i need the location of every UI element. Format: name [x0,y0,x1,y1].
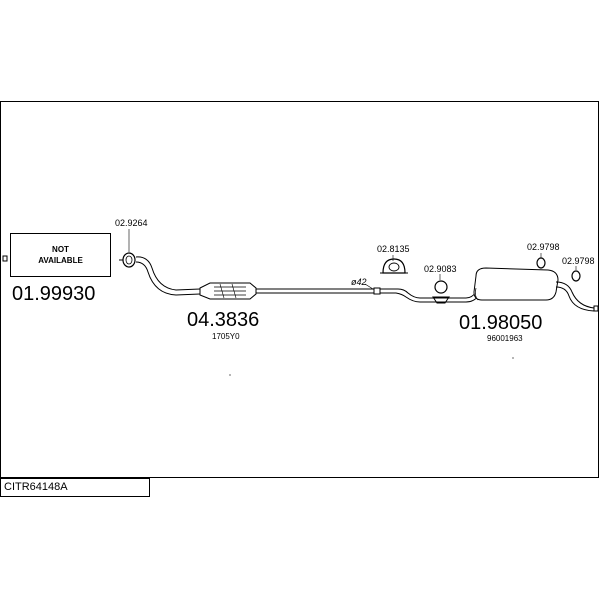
pipe-diameter-label: ø42 [351,277,367,287]
ring-part-1 [536,253,546,269]
ring-part-2 [571,266,581,282]
part-number-ring-2: 02.9798 [562,256,595,266]
part-number-mount: 02.8135 [377,244,410,254]
not-available-box: NOT AVAILABLE [10,233,111,277]
oem-number-rear-silencer: 96001963 [487,334,523,343]
diameter-leader [364,283,374,290]
diagram-frame [0,101,599,478]
gasket-part [119,229,136,268]
clamp-part [432,274,450,304]
part-number-ring-1: 02.9798 [527,242,560,252]
part-number-front-pipe: 01.99930 [12,283,96,305]
frame-connector-right [593,305,599,312]
rear-silencer-assembly [380,267,595,312]
front-pipe-catalyst [135,256,381,300]
stray-dot [229,374,231,376]
catalog-code: CITR64148A [0,478,150,497]
oem-number-catalyst: 1705Y0 [212,332,240,341]
frame-connector-left [2,255,8,262]
part-number-catalyst: 04.3836 [187,309,260,331]
stray-dot [512,357,514,359]
part-number-gasket: 02.9264 [115,218,148,228]
part-number-clamp: 02.9083 [424,264,457,274]
not-available-label: NOT AVAILABLE [38,245,83,265]
mount-part [380,255,408,274]
part-number-rear-silencer: 01.98050 [459,312,543,334]
